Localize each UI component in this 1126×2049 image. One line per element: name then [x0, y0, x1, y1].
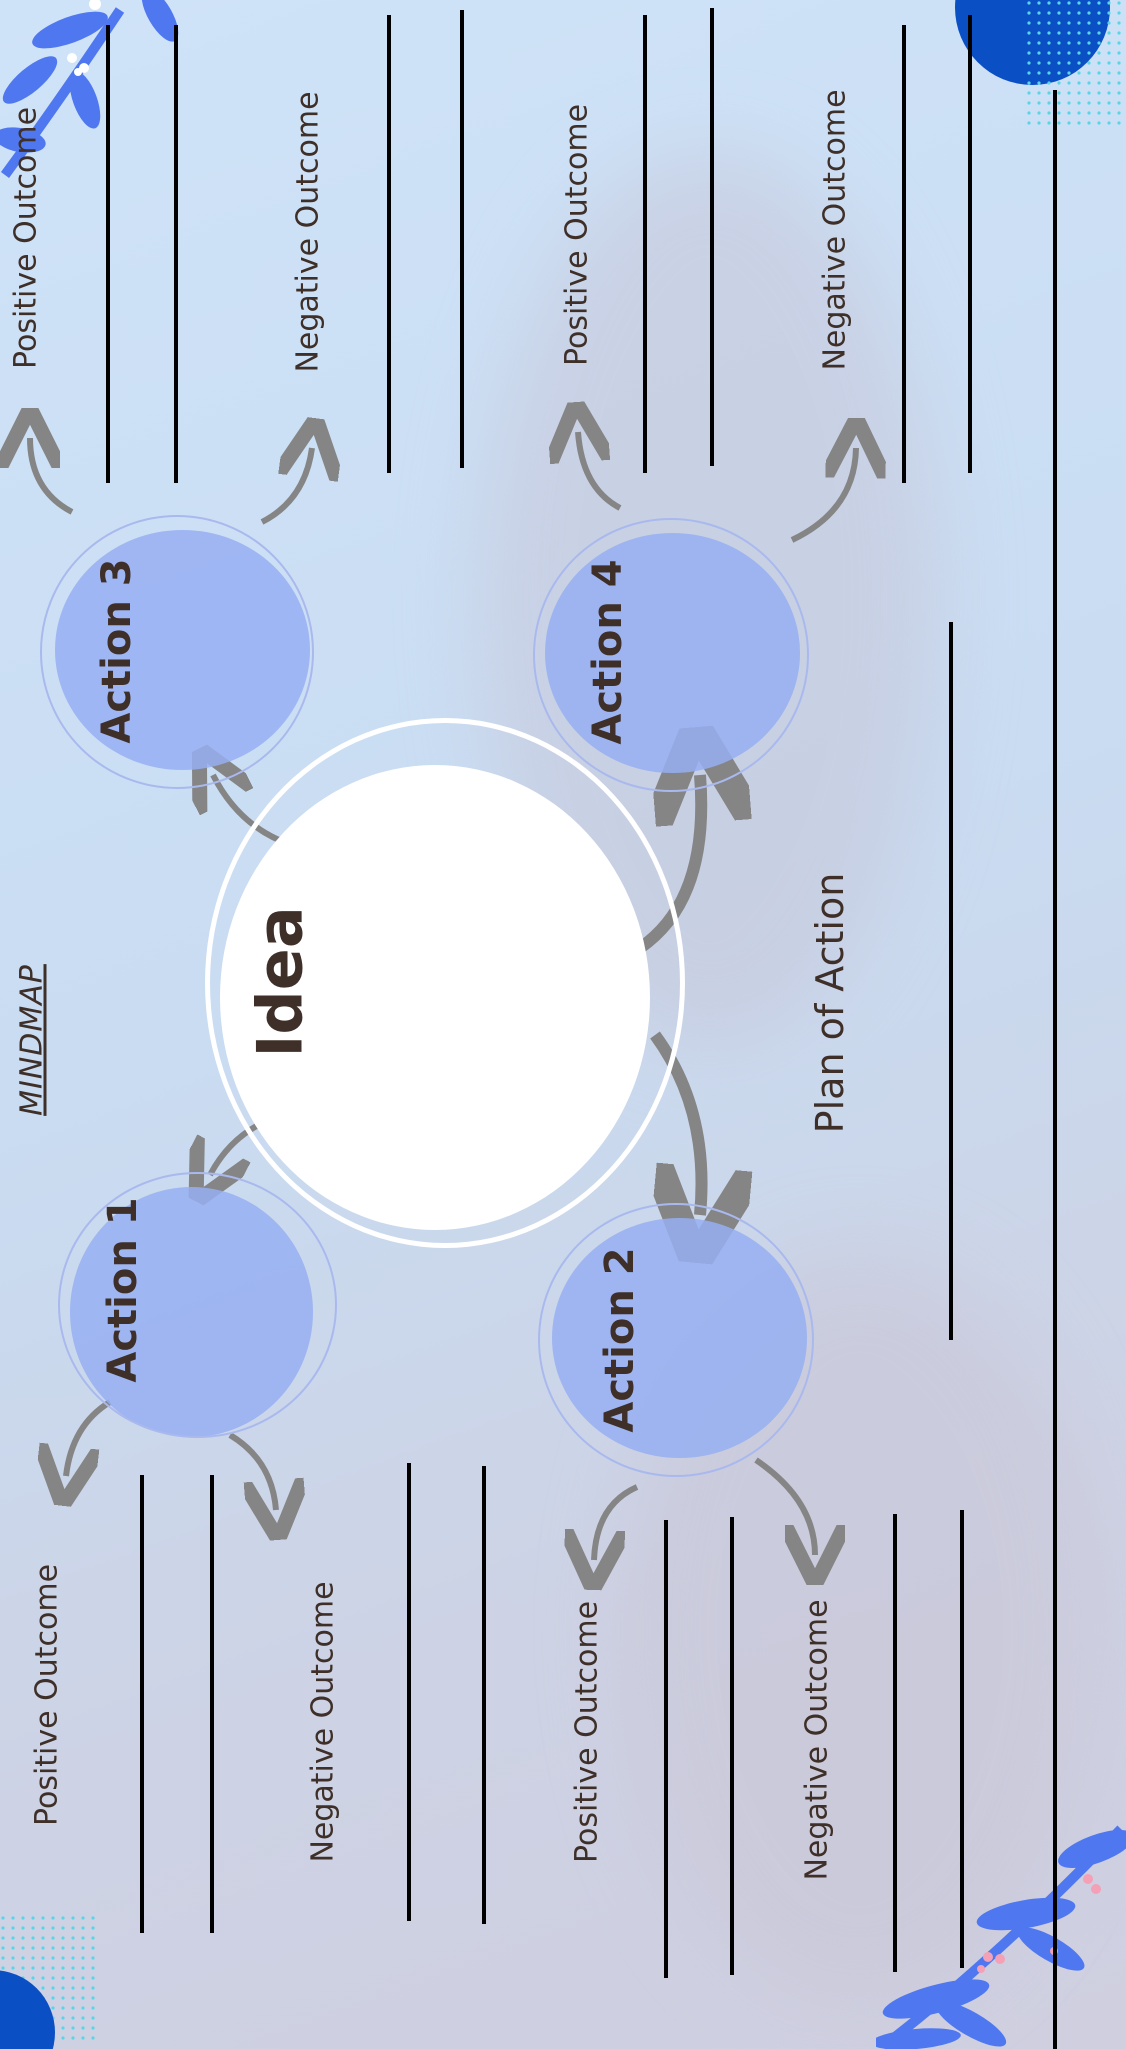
plan-of-action-label: Plan of Action [808, 872, 852, 1134]
writing-line [482, 1466, 486, 1924]
action-2-ring [538, 1203, 814, 1477]
writing-line [960, 1510, 964, 1968]
writing-line [710, 8, 714, 466]
writing-line [643, 15, 647, 473]
outcome-negative-label: Negative Outcome [305, 1581, 341, 1863]
outcome-negative-label: Negative Outcome [799, 1599, 835, 1881]
writing-line [210, 1475, 214, 1933]
writing-line [387, 15, 391, 473]
outcome-positive-label: Positive Outcome [569, 1600, 605, 1864]
idea-ring [205, 718, 685, 1248]
plan-line [949, 622, 953, 1340]
writing-line [140, 1475, 144, 1933]
writing-line [106, 25, 110, 483]
outcome-positive-label: Positive Outcome [559, 103, 595, 367]
leaf-branch-icon [876, 1825, 1126, 2049]
writing-line [968, 15, 972, 473]
plan-line [1053, 90, 1057, 2049]
outcome-negative-label: Negative Outcome [817, 89, 853, 371]
action-1-label: Action 1 [100, 1197, 146, 1383]
writing-line [174, 25, 178, 483]
action-3-label: Action 3 [94, 558, 140, 744]
dot-pattern-icon [1026, 0, 1126, 130]
idea-label: Idea [243, 906, 317, 1058]
outcome-negative-label: Negative Outcome [290, 91, 326, 373]
writing-line [460, 10, 464, 468]
action-2-label: Action 2 [597, 1247, 643, 1433]
outcome-positive-label: Positive Outcome [8, 106, 44, 370]
outcome-positive-label: Positive Outcome [29, 1563, 65, 1827]
writing-line [407, 1463, 411, 1921]
writing-line [902, 25, 906, 483]
writing-line [730, 1517, 734, 1975]
action-4-label: Action 4 [585, 559, 631, 745]
writing-line [664, 1520, 668, 1978]
action-1-ring [58, 1172, 337, 1438]
leaf-branch-icon [0, 0, 179, 178]
action-3-ring [40, 515, 314, 789]
action-4-ring [533, 518, 809, 792]
writing-line [893, 1514, 897, 1972]
